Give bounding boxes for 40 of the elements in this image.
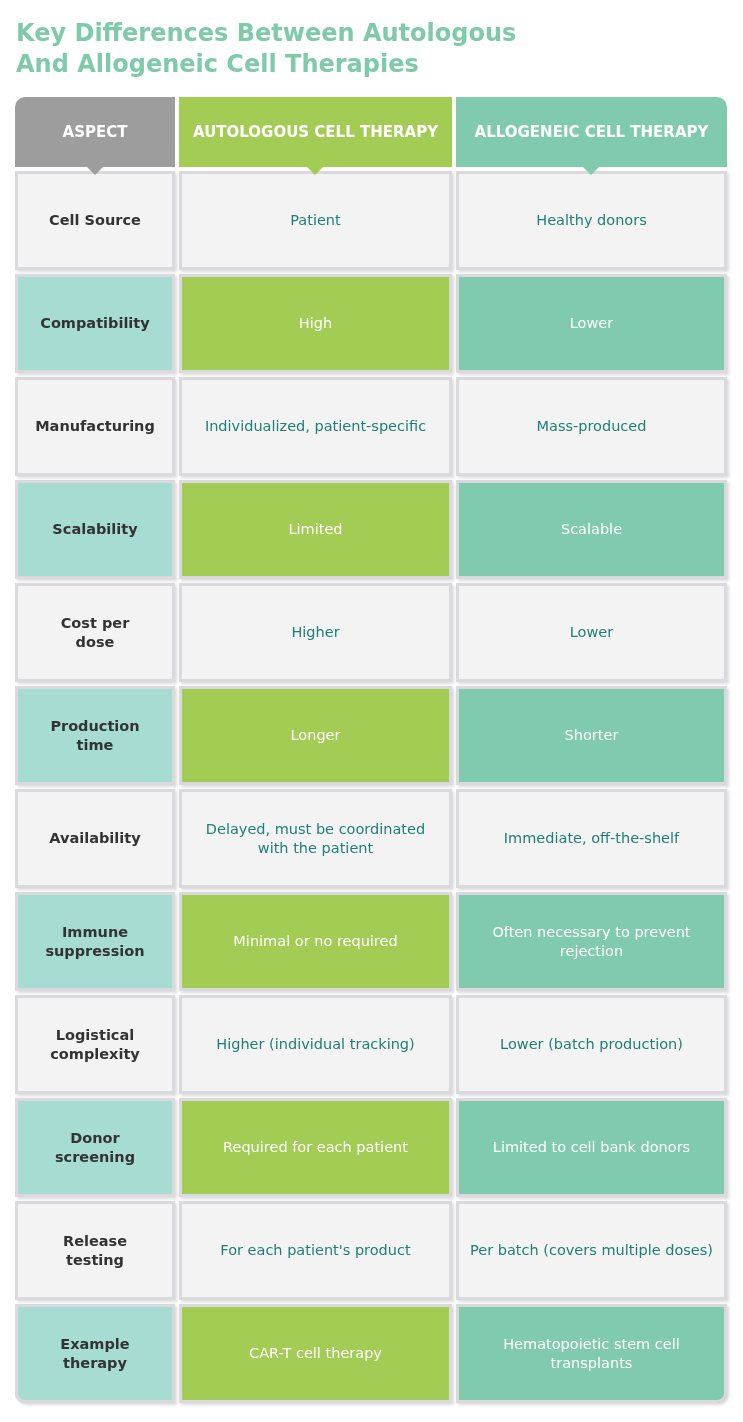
row-header: Scalability	[15, 480, 175, 579]
column-header: ALLOGENEIC CELL THERAPY	[456, 97, 727, 167]
table-cell: Higher (individual tracking)	[179, 995, 452, 1094]
title: Key Differences Between Autologous And Allogeneic Cell Therapies	[16, 18, 518, 80]
table-cell: Patient	[179, 171, 452, 270]
row-header: Example therapy	[15, 1304, 175, 1403]
row-header: Donor screening	[15, 1098, 175, 1197]
table-cell: Delayed, must be coordinated with the patient	[179, 789, 452, 888]
table-cell: Scalable	[456, 480, 727, 579]
table-cell: Healthy donors	[456, 171, 727, 270]
row-header: Cost per dose	[15, 583, 175, 682]
table-cell: High	[179, 274, 452, 373]
row-header: Logistical complexity	[15, 995, 175, 1094]
row-header: Production time	[15, 686, 175, 785]
table-cell: Hematopoietic stem cell transplants	[456, 1304, 727, 1403]
table-cell: Lower	[456, 583, 727, 682]
table-cell: Minimal or no required	[179, 892, 452, 991]
table-cell: Limited	[179, 480, 452, 579]
table-cell: Immediate, off-the-shelf	[456, 789, 727, 888]
table-cell: Shorter	[456, 686, 727, 785]
column-header: AUTOLOGOUS CELL THERAPY	[179, 97, 452, 167]
table-cell: Often necessary to prevent rejection	[456, 892, 727, 991]
table-cell: Lower (batch production)	[456, 995, 727, 1094]
table-cell: Longer	[179, 686, 452, 785]
row-header: Availability	[15, 789, 175, 888]
table-cell: Mass-produced	[456, 377, 727, 476]
table-cell: Required for each patient	[179, 1098, 452, 1197]
table-cell: CAR-T cell therapy	[179, 1304, 452, 1403]
table-cell: Per batch (covers multiple doses)	[456, 1201, 727, 1300]
column-header: ASPECT	[15, 97, 175, 167]
table-cell: For each patient's product	[179, 1201, 452, 1300]
row-header: Compatibility	[15, 274, 175, 373]
row-header: Immune suppression	[15, 892, 175, 991]
row-header: Cell Source	[15, 171, 175, 270]
table-cell: Limited to cell bank donors	[456, 1098, 727, 1197]
table-cell: Individualized, patient-specific	[179, 377, 452, 476]
row-header: Manufacturing	[15, 377, 175, 476]
table-cell: Lower	[456, 274, 727, 373]
row-header: Release testing	[15, 1201, 175, 1300]
table-cell: Higher	[179, 583, 452, 682]
